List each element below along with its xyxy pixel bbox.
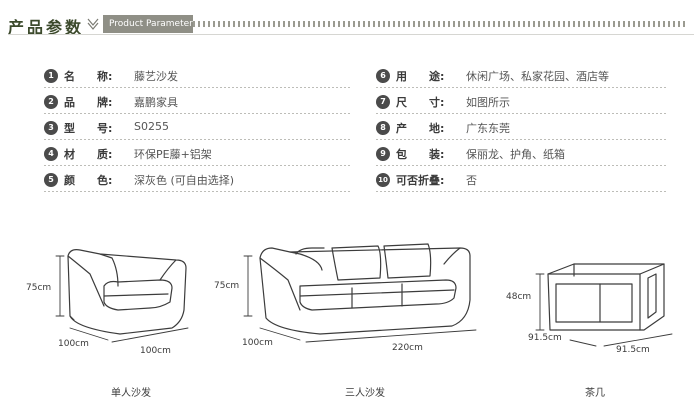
- param-number: 9: [376, 147, 390, 161]
- header-dotted-rule: [193, 21, 687, 27]
- param-row: 6 用 途: 休闲广场、私家花园、酒店等: [376, 66, 666, 88]
- single-sofa-caption: 单人沙发: [111, 388, 151, 399]
- param-value: 广东东莞: [466, 122, 510, 135]
- param-number: 8: [376, 121, 390, 135]
- param-label: 颜 色:: [64, 174, 113, 187]
- param-label: 产 地:: [396, 122, 445, 135]
- single-depth-label: 100cm: [58, 339, 89, 349]
- param-number: 1: [44, 69, 58, 83]
- param-row: 4 材 质: 环保PE藤+铝架: [44, 144, 352, 166]
- param-value: 如图所示: [466, 96, 510, 109]
- single-sofa-drawing: [67, 249, 187, 335]
- param-value: 否: [466, 174, 477, 187]
- triple-sofa-drawing: [259, 243, 471, 335]
- param-row: 8 产 地: 广东东莞: [376, 118, 666, 140]
- param-divider: [44, 113, 352, 114]
- param-row: 9 包 装: 保丽龙、护角、纸箱: [376, 144, 666, 166]
- param-value: 保丽龙、护角、纸箱: [466, 148, 565, 161]
- param-divider: [44, 87, 352, 88]
- table-depth-label: 91.5cm: [528, 333, 562, 343]
- double-chevron-icon: [87, 18, 99, 30]
- param-label: 尺 寸:: [396, 96, 445, 109]
- param-divider: [44, 165, 352, 166]
- param-value: S0255: [134, 120, 169, 133]
- triple-height-label: 75cm: [214, 281, 240, 291]
- param-label: 用 途:: [396, 70, 445, 83]
- param-number: 3: [44, 121, 58, 135]
- param-row: 7 尺 寸: 如图所示: [376, 92, 666, 114]
- param-divider: [376, 139, 666, 140]
- param-value: 休闲广场、私家花园、酒店等: [466, 70, 609, 83]
- header-rule: [8, 34, 694, 35]
- param-row: 3 型 号: S0255: [44, 118, 352, 140]
- param-divider: [44, 139, 352, 140]
- param-row: 1 名 称: 藤艺沙发: [44, 66, 352, 88]
- coffee-table-caption: 茶几: [585, 388, 605, 399]
- section-title: 产品参数: [8, 18, 85, 37]
- section-header: 产品参数 Product Parameter: [0, 0, 700, 44]
- single-width-label: 100cm: [140, 346, 171, 356]
- triple-depth-label: 100cm: [242, 338, 273, 348]
- param-number: 2: [44, 95, 58, 109]
- param-number: 4: [44, 147, 58, 161]
- param-row: 5 颜 色: 深灰色 (可自由选择): [44, 170, 352, 192]
- section-tag: Product Parameter: [103, 15, 193, 33]
- param-number: 7: [376, 95, 390, 109]
- param-divider: [44, 191, 352, 192]
- coffee-table-drawing: [547, 263, 665, 331]
- param-label: 包 装:: [396, 148, 445, 161]
- param-divider: [376, 165, 666, 166]
- param-label: 名 称:: [64, 70, 113, 83]
- triple-sofa-caption: 三人沙发: [345, 388, 385, 399]
- param-divider: [376, 113, 666, 114]
- param-value: 嘉鹏家具: [134, 96, 178, 109]
- param-number: 5: [44, 173, 58, 187]
- param-divider: [376, 87, 666, 88]
- param-value: 藤艺沙发: [134, 70, 178, 83]
- param-number: 10: [376, 173, 390, 187]
- single-height-label: 75cm: [26, 283, 52, 293]
- param-row: 2 品 牌: 嘉鹏家具: [44, 92, 352, 114]
- triple-width-label: 220cm: [392, 343, 423, 353]
- table-height-label: 48cm: [506, 292, 532, 302]
- param-label: 可否折叠:: [396, 174, 445, 187]
- table-width-label: 91.5cm: [616, 345, 650, 355]
- param-divider: [376, 191, 666, 192]
- param-label: 材 质:: [64, 148, 113, 161]
- furniture-dimension-drawings: [55, 243, 673, 347]
- param-number: 6: [376, 69, 390, 83]
- param-value: 深灰色 (可自由选择): [134, 174, 235, 187]
- param-label: 品 牌:: [64, 96, 113, 109]
- param-label: 型 号:: [64, 122, 113, 135]
- param-value: 环保PE藤+铝架: [134, 148, 212, 161]
- param-row: 10 可否折叠: 否: [376, 170, 666, 192]
